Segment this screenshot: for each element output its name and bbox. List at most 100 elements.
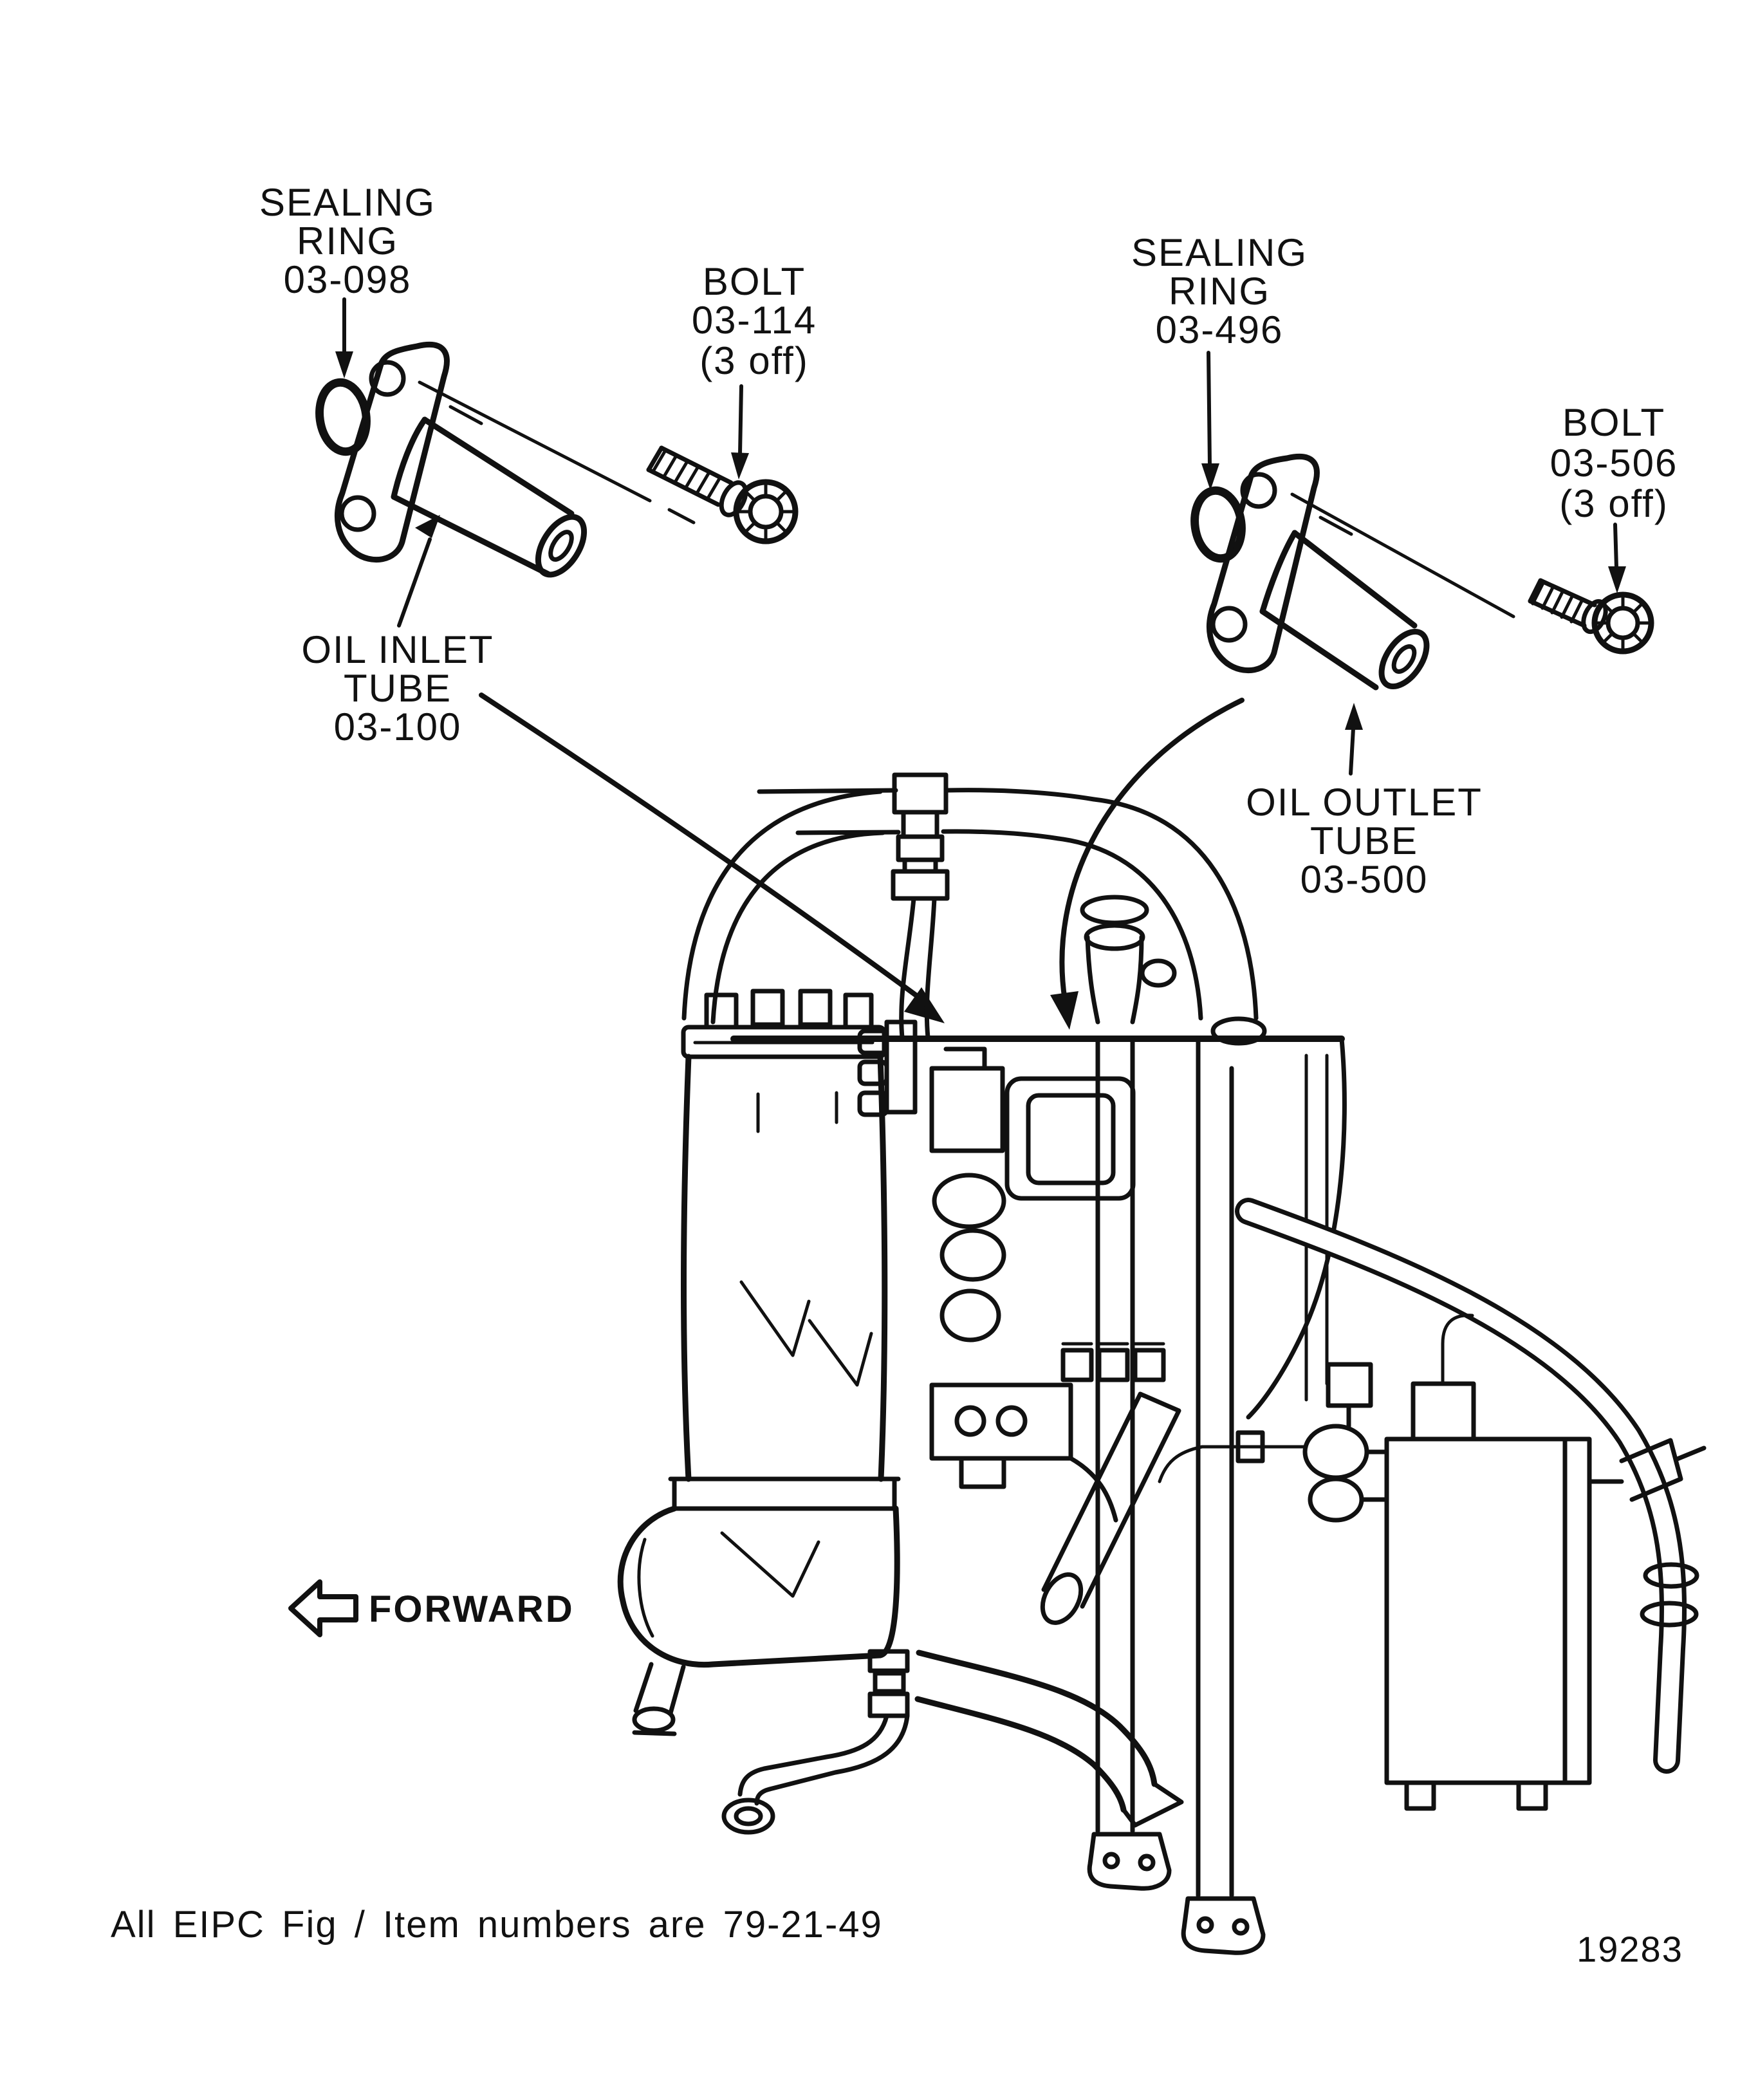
figure-line <box>901 810 939 839</box>
leader-line <box>738 384 743 456</box>
figure-line <box>867 1691 910 1718</box>
figure-line <box>1040 1572 1084 1625</box>
figure-line <box>1404 1780 1436 1811</box>
figure-line <box>1138 1854 1156 1872</box>
figure-line <box>734 1806 763 1826</box>
figure-line <box>899 896 916 1040</box>
figure-line <box>1326 1362 1373 1408</box>
leader-arrowhead <box>731 452 749 479</box>
callout-text: RING <box>297 219 398 263</box>
figure-line <box>1210 606 1248 643</box>
figure-line <box>857 1028 889 1055</box>
leader-line <box>1349 727 1355 776</box>
figure-line <box>1319 516 1353 536</box>
figure-line <box>929 1066 1005 1153</box>
figure-line <box>1308 1476 1364 1523</box>
figure-line <box>646 445 664 472</box>
figure-line <box>1246 1036 1347 1420</box>
leader-line <box>397 537 432 627</box>
bolt-left-part <box>646 445 799 544</box>
install-arrow-outlet <box>1050 698 1245 1030</box>
figure-line <box>1516 1780 1548 1811</box>
figure-line <box>334 341 450 563</box>
forward-arrow-icon <box>288 1579 358 1637</box>
figure-line <box>1235 1430 1265 1463</box>
callout-oil-outlet-tube: OIL OUTLET TUBE 03-500 <box>1246 703 1483 901</box>
figure-line <box>757 788 898 794</box>
figure-line <box>891 869 950 901</box>
callout-text: 03-098 <box>284 258 412 301</box>
figure-line <box>1441 1314 1474 1386</box>
figure-line <box>756 1091 838 1133</box>
figure-line <box>1158 1445 1204 1483</box>
figure-line <box>617 1505 900 1668</box>
figure-line <box>795 830 901 835</box>
figure-line <box>1206 453 1320 674</box>
figure-line <box>808 1319 873 1387</box>
figure-line <box>449 405 483 425</box>
oil-inlet-tube-part <box>334 341 696 578</box>
figure-line <box>339 495 376 532</box>
figure-line <box>798 989 833 1027</box>
leader-arrowhead <box>1345 703 1363 730</box>
figure-line <box>1538 578 1597 608</box>
figure-line <box>1240 472 1277 509</box>
callout-text: BOLT <box>1562 401 1665 444</box>
figure-line <box>710 830 885 1025</box>
figure-number: 19283 <box>1577 1929 1683 1969</box>
install-arrow-inlet <box>479 692 945 1023</box>
leader-arrowhead <box>335 351 353 378</box>
figure-line <box>1384 1436 1592 1785</box>
figure-line <box>1130 934 1144 1025</box>
callout-text: OIL OUTLET <box>1246 781 1483 824</box>
sealing-ring-right-part <box>1190 486 1246 563</box>
callout-bolt-right: BOLT 03-506 (3 off) <box>1550 401 1676 593</box>
figure-line <box>1531 581 1584 624</box>
figure-line <box>1121 1781 1184 1828</box>
figure-line <box>1290 492 1515 618</box>
figure-line <box>1004 1076 1136 1201</box>
figure-line <box>762 1713 889 1771</box>
callout-text: 03-114 <box>692 299 817 342</box>
callout-text: OIL INLET <box>301 628 494 671</box>
callout-sealing-ring-left: SEALING RING 03-098 <box>259 181 434 378</box>
figure-line <box>1085 934 1100 1025</box>
callout-text: RING <box>1169 270 1270 313</box>
figure-line <box>391 494 551 577</box>
figure-line <box>1102 1852 1120 1870</box>
figure-line <box>750 989 785 1027</box>
callout-text: SEALING <box>1131 231 1308 274</box>
figure-line <box>739 1280 811 1357</box>
figure-line <box>681 1025 887 1059</box>
figure-line <box>939 1288 1001 1343</box>
figure-line <box>632 1730 677 1736</box>
figure-line <box>1060 1348 1094 1382</box>
figure-line <box>548 530 574 562</box>
figure-line <box>421 416 575 517</box>
figure-line <box>1196 1916 1214 1934</box>
figure-line <box>932 1173 1006 1229</box>
figure-line <box>943 788 1097 802</box>
forward-indicator: FORWARD <box>288 1579 573 1637</box>
figure-line <box>1097 1348 1130 1382</box>
figure-line <box>681 789 883 1021</box>
figure-line <box>1259 530 1298 615</box>
figure-line <box>1059 698 1245 1003</box>
figure-line <box>1411 1381 1476 1442</box>
figure-line <box>1133 1348 1166 1382</box>
leader-arrowhead <box>1201 463 1219 490</box>
figure-line <box>1026 1093 1116 1185</box>
leader-line <box>1613 523 1618 570</box>
engine-illustration <box>617 772 1707 1955</box>
figure-line <box>929 1382 1073 1461</box>
figure-line <box>1643 1562 1699 1589</box>
figure-line <box>943 1046 987 1071</box>
figure-line <box>1210 1016 1267 1046</box>
figure-line <box>767 1713 910 1792</box>
figure-line <box>535 514 588 578</box>
leader-arrowhead <box>415 515 440 538</box>
figure-line <box>668 1476 901 1511</box>
figure-line <box>873 1671 906 1694</box>
